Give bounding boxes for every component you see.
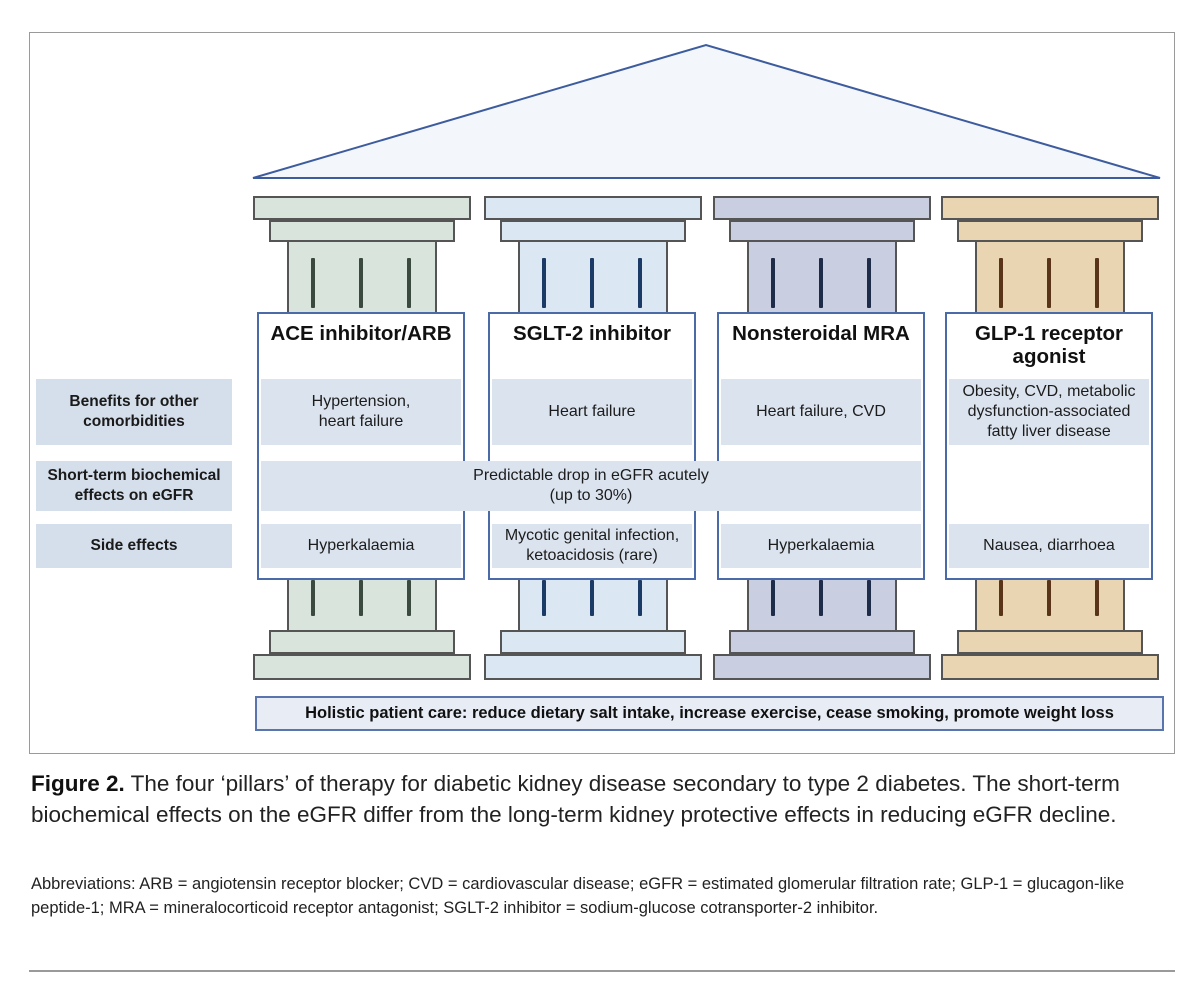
benefit-band [492,379,692,445]
pillar-flute [867,258,871,308]
pillar-flute [999,258,1003,308]
pillar-flute [1095,258,1099,308]
pillar-title: SGLT-2 inhibitor [513,322,671,345]
pillar-title: GLP-1 receptor agonist [974,322,1124,368]
short-term-band [261,461,921,511]
pillar-flute [771,258,775,308]
pillar-flute [542,580,546,616]
pillar-benefit: Obesity, CVD, metabolic dysfunction-asso… [962,383,1136,440]
pillar-flute [407,258,411,308]
pillar-flute [999,580,1003,616]
pillar-title: ACE inhibitor/ARB [270,322,452,345]
pillar-flute [590,580,594,616]
pillar-base-lower [941,654,1159,680]
pillar-side-effect: Hyperkalaemia [767,537,875,554]
pillar-flute [1047,580,1051,616]
benefit-band [261,379,461,445]
pillar-flute [359,580,363,616]
side-effect-band [721,524,921,568]
pillar-flute [771,580,775,616]
holistic-care-foundation: Holistic patient care: reduce dietary sa… [255,696,1164,731]
pillar-capital-lower [500,220,686,242]
caption-label: Figure 2. [31,771,125,796]
pillar-side-effect: Hyperkalaemia [307,537,415,554]
pillar-base-lower [484,654,702,680]
pillar-flute [407,580,411,616]
pillar-base-upper [729,630,915,654]
pillar-flute [819,258,823,308]
figure-caption: Figure 2. The four ‘pillars’ of therapy … [31,768,1181,830]
pillar-flute [542,258,546,308]
benefit-band [721,379,921,445]
side-effect-band [261,524,461,568]
pillar-base-upper [269,630,455,654]
pillar-flute [638,580,642,616]
pillar-flute [819,580,823,616]
pillar-capital-top [253,196,471,220]
pillar-flute [311,258,315,308]
pillar-capital-top [713,196,931,220]
pillar-side-effect: Nausea, diarrhoea [983,537,1115,554]
caption-text: The four ‘pillars’ of therapy for diabet… [31,771,1120,827]
short-term-effect: Predictable drop in eGFR acutely (up to … [473,467,709,504]
pillar-capital-top [484,196,702,220]
pillar-flute [867,580,871,616]
pillar-flute [1047,258,1051,308]
row-label-short-term: Short-term biochemical effects on eGFR [36,461,232,511]
pillar-base-lower [713,654,931,680]
pillar-flute [638,258,642,308]
row-label-side-effects: Side effects [36,524,232,568]
pillar-flute [311,580,315,616]
pillar-benefit: Heart failure [548,403,636,420]
pillar-side-effect: Mycotic genital infection, ketoacidosis … [504,527,680,564]
pillar-capital-lower [729,220,915,242]
bottom-rule [29,970,1175,972]
pillar-capital-top [941,196,1159,220]
pillar-benefit: Heart failure, CVD [756,403,886,420]
pillar-benefit: Hypertension, heart failure [311,393,411,430]
pillar-title: Nonsteroidal MRA [732,322,910,345]
benefit-band [949,379,1149,445]
pillar-base-lower [253,654,471,680]
pillar-flute [359,258,363,308]
abbreviations: Abbreviations: ARB = angiotensin recepto… [31,875,1125,917]
pillar-flute [1095,580,1099,616]
row-label-benefits: Benefits for other comorbidities [36,379,232,445]
pillar-capital-lower [957,220,1143,242]
pillar-base-upper [957,630,1143,654]
side-effect-band [492,524,692,568]
pillar-flute [590,258,594,308]
side-effect-band [949,524,1149,568]
pillar-base-upper [500,630,686,654]
pillar-capital-lower [269,220,455,242]
